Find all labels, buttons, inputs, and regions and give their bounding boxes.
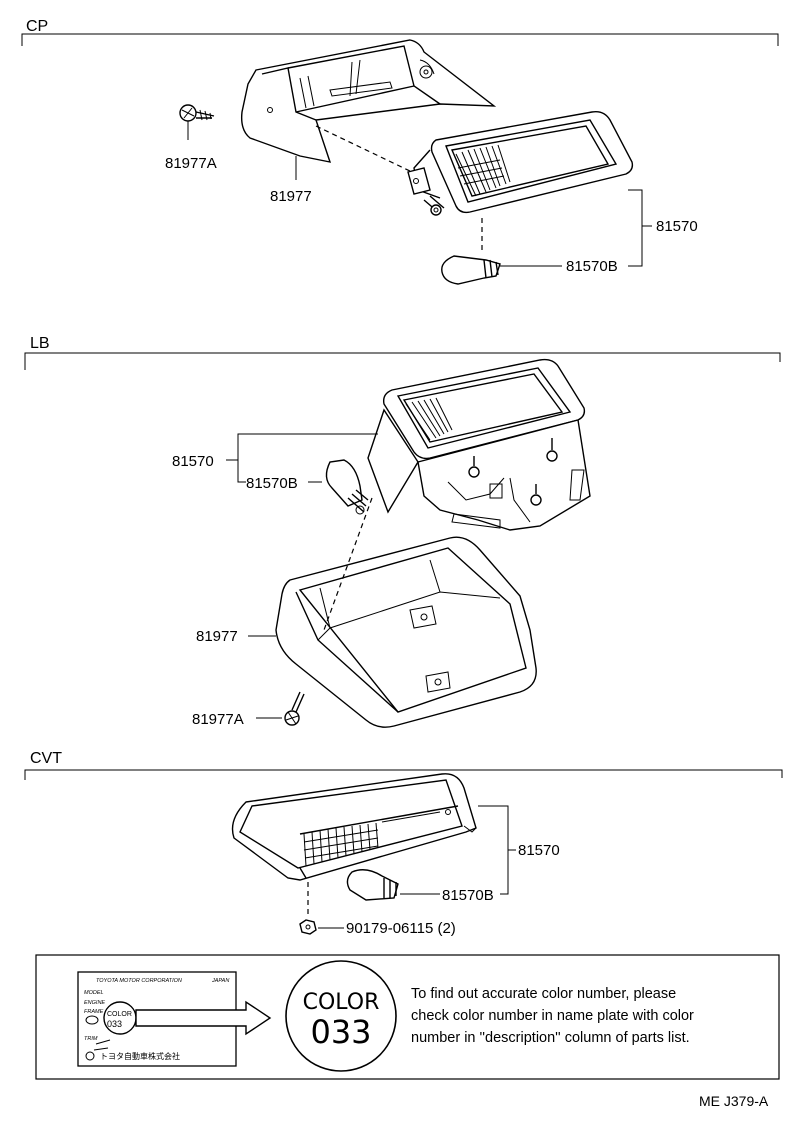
screw-drawing-lb	[284, 691, 305, 726]
part-label-81570-cvt: 81570	[518, 842, 560, 859]
color-circle-word: COLOR	[303, 990, 380, 1015]
part-label-81570B-lb: 81570B	[246, 475, 298, 492]
nut-drawing-cvt	[299, 919, 317, 935]
name-plate-color-word: COLOR	[107, 1011, 132, 1018]
lamp-drawing-cp	[407, 110, 634, 216]
leader-lamp-lb	[226, 433, 378, 483]
color-note-box: TOYOTA MOTOR CORPORATION JAPAN MODEL ENG…	[35, 954, 780, 1080]
part-label-81570B-cp: 81570B	[566, 258, 618, 275]
section-title-cvt: CVT	[30, 750, 62, 767]
section-lb: LB	[24, 335, 781, 728]
note-box-border	[35, 954, 780, 1080]
guide-line-cp-1	[315, 125, 413, 173]
name-plate-country: JAPAN	[211, 978, 229, 984]
part-label-81977-cp: 81977	[270, 188, 312, 205]
screw-drawing-cp	[179, 104, 215, 122]
guide-line-lb	[323, 497, 373, 631]
lamp-drawing-cvt	[231, 773, 477, 881]
name-plate-field-engine: ENGINE	[84, 1000, 105, 1006]
section-bracket-cp	[21, 33, 779, 46]
section-bracket-cvt	[24, 769, 783, 780]
part-label-81570-cp: 81570	[656, 218, 698, 235]
name-plate-footer: トヨタ自動車株式会社	[100, 1051, 180, 1061]
note-text-line-2: check color number in name plate with co…	[411, 1008, 694, 1024]
leader-lamp-cvt	[478, 805, 516, 895]
leader-lamp-cp	[628, 189, 652, 267]
bulb-drawing-lb	[325, 459, 369, 515]
section-bracket-lb	[24, 352, 781, 370]
part-label-81977A-cp: 81977A	[165, 155, 217, 172]
diagram-code: ME J379-A	[699, 1093, 769, 1109]
note-text-line-1: To find out accurate color number, pleas…	[411, 986, 676, 1002]
bulb-drawing-cvt	[346, 869, 399, 901]
name-plate-color-code: 033	[107, 1019, 122, 1029]
section-cp: CP	[21, 18, 779, 285]
lamp-drawing-lb	[367, 358, 591, 531]
name-plate-maker: TOYOTA MOTOR CORPORATION	[96, 978, 182, 984]
part-label-81977A-lb: 81977A	[192, 711, 244, 728]
name-plate-trim: TRIM	[84, 1036, 98, 1042]
part-label-81570-lb: 81570	[172, 453, 214, 470]
color-circle-code: 033	[310, 1013, 371, 1051]
pointer-arrow	[135, 1000, 272, 1036]
name-plate-field-frame: FRAME	[84, 1009, 104, 1015]
part-label-81570B-cvt: 81570B	[442, 887, 494, 904]
name-plate-field-model: MODEL	[84, 990, 104, 996]
note-text-line-3: number in ''description'' column of part…	[411, 1030, 690, 1046]
section-title-cp: CP	[26, 18, 48, 35]
part-label-90179-06115-cvt: 90179-06115 (2)	[346, 920, 456, 937]
cover-drawing-cp	[240, 39, 497, 163]
section-cvt: CVT 81570 81570B 90179-06115 (2)	[24, 750, 783, 937]
bulb-drawing-cp	[441, 255, 501, 285]
color-circle: COLOR 033	[285, 960, 397, 1072]
name-plate: TOYOTA MOTOR CORPORATION JAPAN MODEL ENG…	[77, 971, 237, 1067]
part-label-81977-lb: 81977	[196, 628, 238, 645]
section-title-lb: LB	[30, 335, 50, 352]
cover-drawing-lb	[275, 536, 537, 728]
